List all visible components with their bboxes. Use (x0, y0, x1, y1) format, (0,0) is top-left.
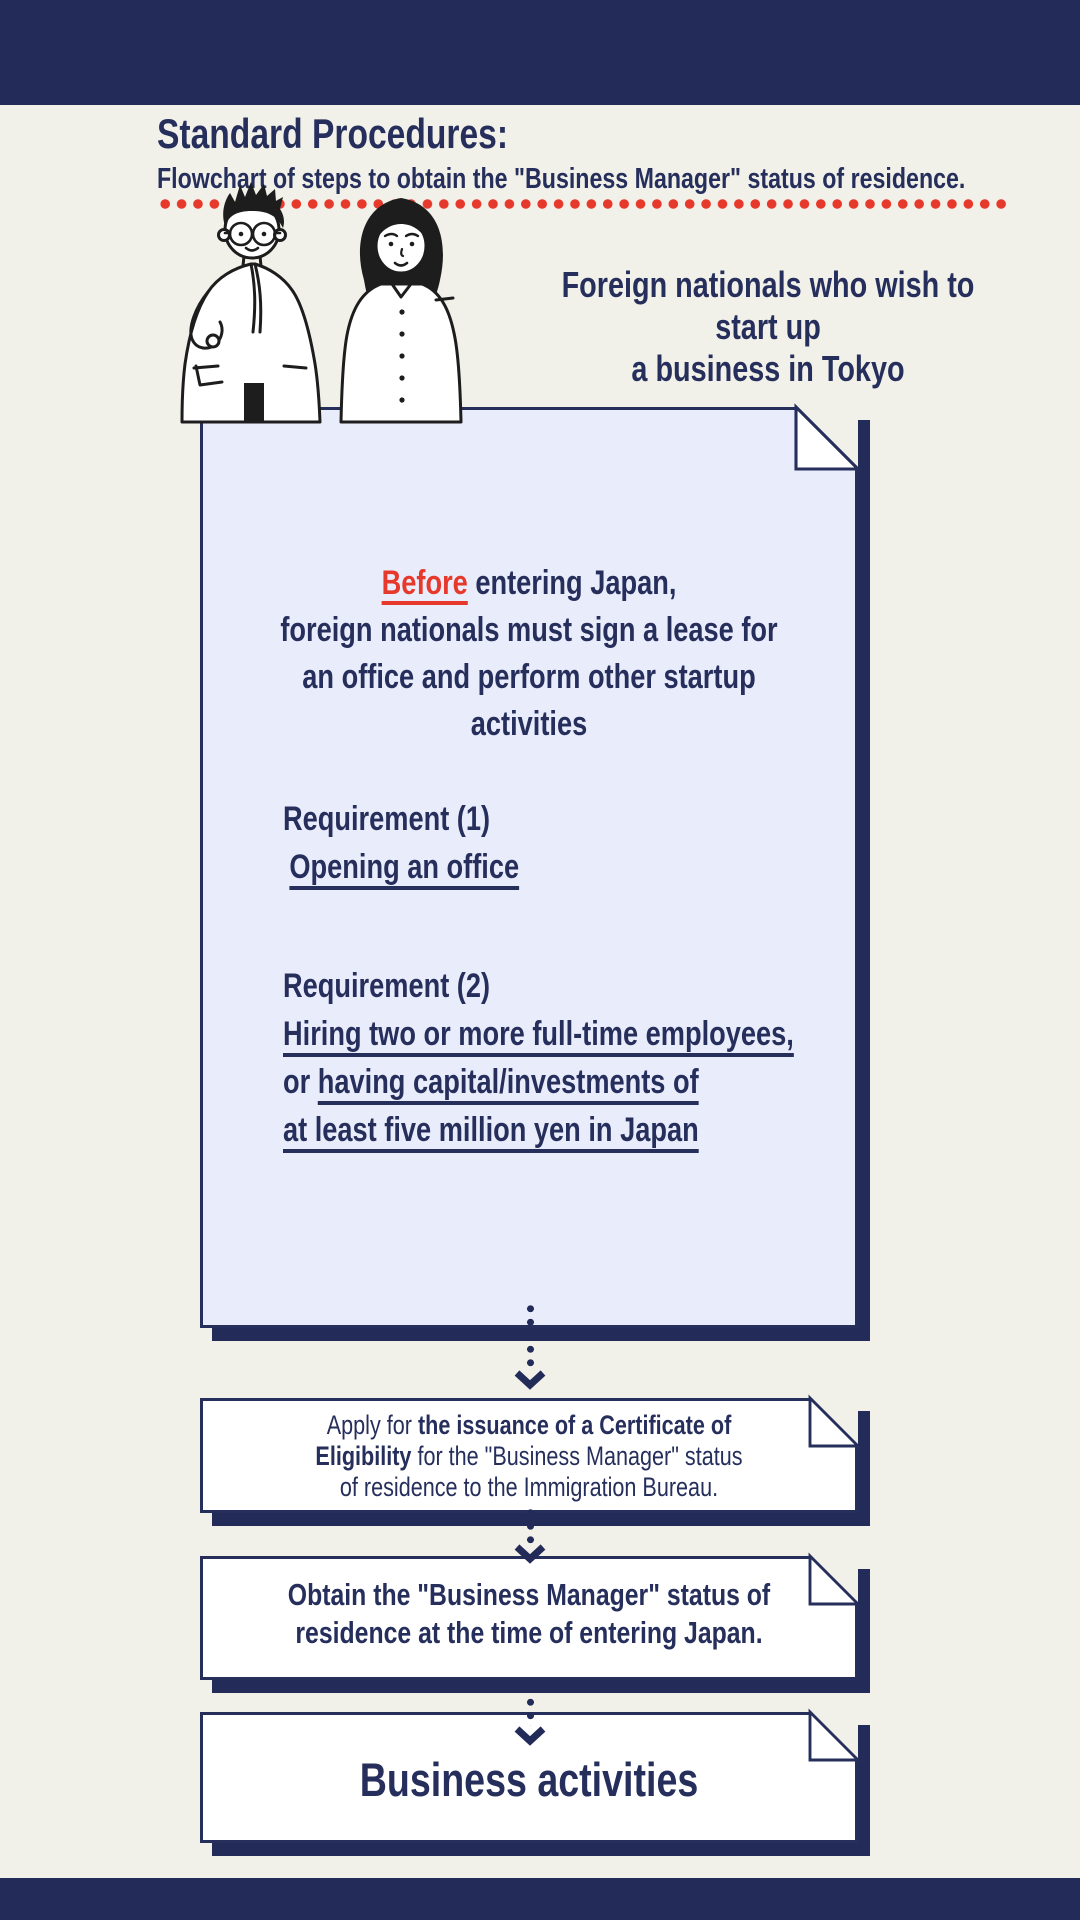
step-obtain-line2: residence at the time of entering Japan. (295, 1615, 763, 1650)
requirement-1-title: Requirement (1) (283, 800, 491, 838)
intro-headline: Foreign nationals who wish to start up a… (528, 264, 1008, 390)
requirement-2-title: Requirement (2) (283, 967, 491, 1005)
man-smile (244, 246, 260, 252)
intro-headline-line2: a business in Tokyo (631, 348, 905, 389)
requirement-2-detail-line1: Hiring two or more full-time employees, (283, 1015, 794, 1053)
requirement-1: Requirement (1) Opening an office (283, 795, 519, 891)
woman-button-3 (399, 353, 405, 359)
man-eye-right (261, 231, 267, 237)
man-glasses-bridge (223, 230, 282, 235)
step-apply-line2-bold: Eligibility (315, 1441, 412, 1471)
man-pockets (192, 364, 308, 387)
requirement-2-capital: having capital/investments of (317, 1063, 699, 1101)
dotted-arrow-icon (510, 1302, 550, 1390)
pre-entry-note-line1: Before entering Japan, (268, 560, 790, 607)
step-business-activities-text: Business activities (268, 1715, 790, 1805)
arrow-head-icon (514, 1726, 546, 1746)
step-obtain-line1: Obtain the "Business Manager" status of (287, 1577, 771, 1612)
man-hair (223, 182, 284, 228)
step-box-obtain-status: Obtain the "Business Manager" status of … (200, 1552, 862, 1680)
requirement-2: Requirement (2) Hiring two or more full-… (283, 962, 794, 1154)
page-subtitle: Flowchart of steps to obtain the "Busine… (157, 163, 966, 195)
pre-entry-note-line1-rest: entering Japan, (467, 564, 677, 602)
top-banner (0, 0, 1080, 105)
woman-button-2 (399, 331, 405, 337)
woman-nose (400, 247, 405, 258)
man-eye-left (238, 231, 244, 237)
arrow-dots (526, 1302, 534, 1370)
woman-eye-right (409, 241, 415, 247)
woman-button-4 (399, 375, 405, 381)
woman-button-1 (399, 309, 405, 315)
page-title: Standard Procedures: (157, 110, 509, 157)
arrow-head-icon (514, 1370, 546, 1390)
pre-entry-note: Before entering Japan, foreign nationals… (268, 560, 790, 748)
step-apply-text: Apply for the issuance of a Certificate … (268, 1401, 790, 1503)
step-apply-line1-bold: the issuance of a Certificate of (417, 1410, 732, 1440)
man-lapels (249, 262, 263, 334)
arrow-dots (526, 1506, 534, 1544)
requirement-2-or: or (283, 1063, 318, 1101)
dotted-arrow-icon (510, 1682, 550, 1746)
intro-headline-line1: Foreign nationals who wish to start up (561, 264, 975, 347)
arrow-head-icon (514, 1544, 546, 1564)
man-hand (205, 333, 221, 349)
arrow-dots (526, 1682, 534, 1726)
before-emphasis: Before (381, 564, 468, 602)
folded-corner-icon (808, 1708, 862, 1762)
step-apply-line2: Eligibility for the "Business Manager" s… (268, 1441, 790, 1472)
woman-collar (390, 282, 455, 302)
man-arm (189, 290, 224, 350)
woman-button-5 (399, 397, 405, 403)
man-ear-left (217, 228, 231, 242)
step-apply-line3: of residence to the Immigration Bureau. (339, 1472, 719, 1502)
step-box-business-activities: Business activities (200, 1708, 862, 1843)
pre-entry-note-line2: foreign nationals must sign a lease for (280, 611, 778, 649)
requirement-1-detail: Opening an office (289, 848, 520, 886)
step-business-activities-label: Business activities (359, 1753, 699, 1806)
step-apply-line1: Apply for the issuance of a Certificate … (268, 1410, 790, 1441)
folded-corner-icon (794, 403, 862, 471)
dotted-arrow-icon (510, 1506, 550, 1564)
pre-entry-requirements-box: Before entering Japan, foreign nationals… (200, 403, 862, 1328)
step-apply-line2-normal: for the "Business Manager" status (411, 1441, 743, 1471)
requirement-2-detail-line2: or having capital/investments of (283, 1058, 794, 1106)
woman-eye-left (388, 241, 394, 247)
pre-entry-note-line3: an office and perform other startup acti… (302, 658, 756, 743)
step-box-apply-coe: Apply for the issuance of a Certificate … (200, 1394, 862, 1513)
woman-blouse (339, 282, 463, 424)
folded-corner-icon (808, 1394, 862, 1448)
dotted-divider (157, 198, 1011, 210)
requirement-2-detail-line3: at least five million yen in Japan (283, 1111, 699, 1149)
step-obtain-text: Obtain the "Business Manager" status of … (268, 1559, 790, 1652)
folded-corner-icon (808, 1552, 862, 1606)
woman-smile (393, 261, 409, 267)
woman-brows (383, 232, 420, 238)
bottom-banner (0, 1878, 1080, 1920)
woman-bangs (375, 210, 427, 242)
two-people-illustration (180, 182, 463, 424)
step-apply-line1-normal: Apply for (326, 1410, 418, 1440)
man-shirt (244, 383, 264, 422)
